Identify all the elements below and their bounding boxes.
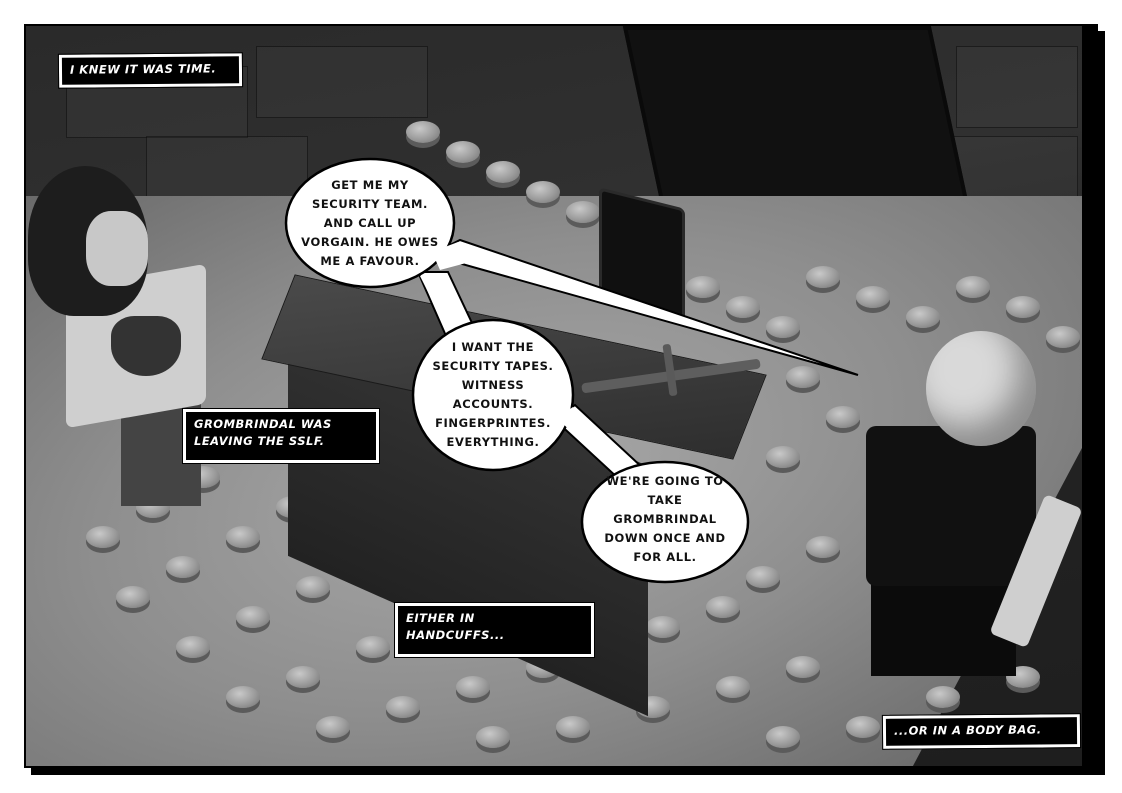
caption-box-2: Grombrindal was leaving the SSLF.	[182, 408, 380, 464]
caption-box-1: I knew it was time.	[57, 52, 244, 89]
minifigure-right-torso	[866, 426, 1036, 586]
speech-bubble-3: We're going to take Grombrindal down onc…	[604, 474, 726, 564]
wall-brick	[256, 46, 428, 118]
speech-bubble-2: I want the security tapes. Witness accou…	[432, 340, 554, 449]
speech-bubble-1: Get me my security team. And call up Vor…	[301, 178, 439, 268]
wall-brick	[956, 46, 1078, 128]
minifigure-right-head	[926, 331, 1036, 446]
bubble-1-shape	[284, 157, 456, 289]
bubble-3-shape	[580, 460, 750, 584]
caption-box-3: Either in handcuffs...	[394, 602, 595, 658]
panel-right-edge	[1082, 26, 1096, 766]
bubble-2-shape	[411, 318, 575, 472]
minifigure-left-top	[111, 316, 181, 376]
minifigure-left-head	[86, 211, 148, 286]
caption-box-4: ...or in a body bag.	[881, 713, 1082, 750]
